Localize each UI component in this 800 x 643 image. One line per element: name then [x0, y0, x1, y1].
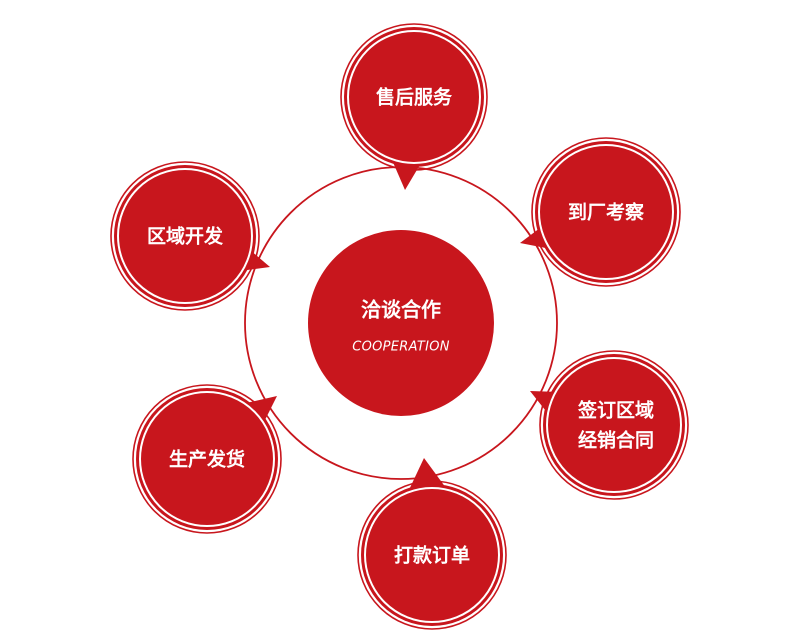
node-contract-line2: 经销合同 [578, 429, 654, 452]
node-regional: 区域开发 [110, 161, 270, 311]
node-factory-visit: 到厂考察 [520, 137, 681, 287]
node-delivery: 生产发货 [132, 384, 282, 534]
center-title: 洽谈合作 [361, 298, 441, 322]
center-subtitle: COOPERATION [352, 340, 450, 355]
node-regional-label: 区域开发 [147, 225, 224, 248]
node-payment-label: 打款订单 [394, 544, 470, 567]
node-payment: 打款订单 [357, 458, 507, 630]
center-node: 洽谈合作 COOPERATION [308, 230, 494, 416]
node-factory-visit-label: 到厂考察 [568, 201, 645, 224]
node-contract: 签订区域 经销合同 [530, 350, 689, 500]
node-delivery-label: 生产发货 [169, 448, 245, 471]
node-contract-line1: 签订区域 [577, 399, 654, 422]
node-after-sales: 售后服务 [340, 23, 488, 190]
node-after-sales-label: 售后服务 [375, 86, 453, 109]
